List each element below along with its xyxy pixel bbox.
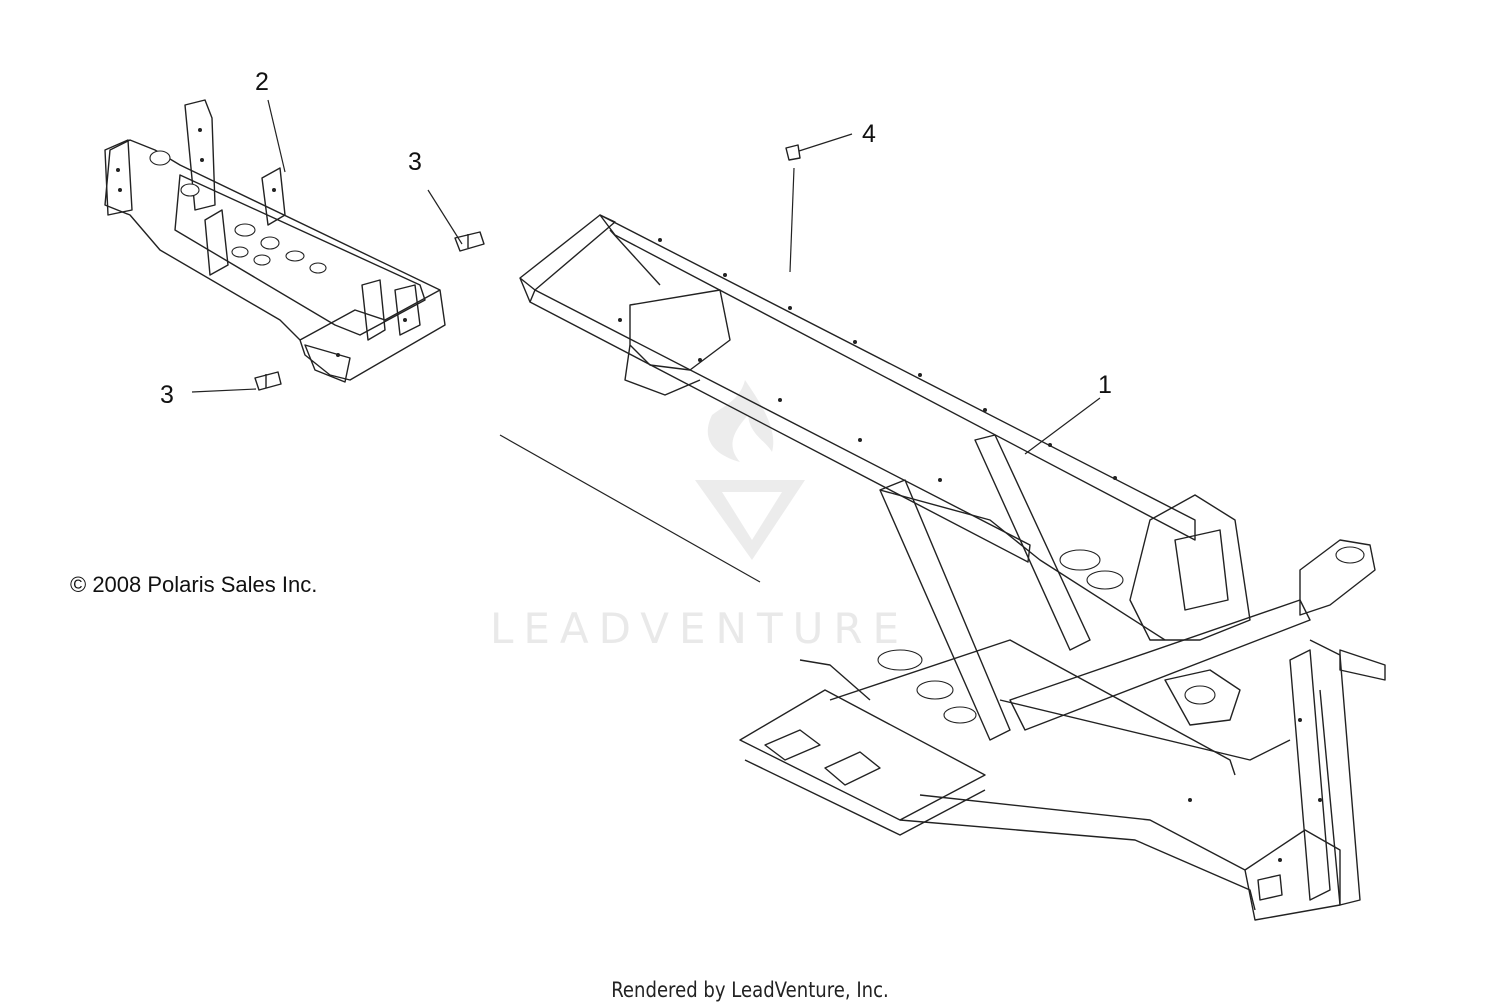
main-frame	[519, 214, 1386, 921]
watermark-logo	[695, 380, 805, 560]
copyright-text: © 2008 Polaris Sales Inc.	[70, 572, 318, 597]
footer-credit: Rendered by LeadVenture, Inc.	[611, 978, 889, 1002]
plug	[785, 144, 801, 161]
bolt-lower	[254, 371, 282, 391]
callout-part-3-upper: 3	[408, 148, 422, 176]
bolt-upper	[454, 231, 485, 252]
callout-part-4: 4	[862, 120, 876, 148]
front-subframe	[104, 99, 446, 383]
callout-part-2: 2	[255, 68, 269, 96]
watermark-text: LEADVENTURE	[490, 604, 910, 653]
callout-part-3-lower: 3	[160, 381, 174, 409]
callout-part-1: 1	[1098, 371, 1112, 399]
leader-lines	[191, 99, 1101, 583]
